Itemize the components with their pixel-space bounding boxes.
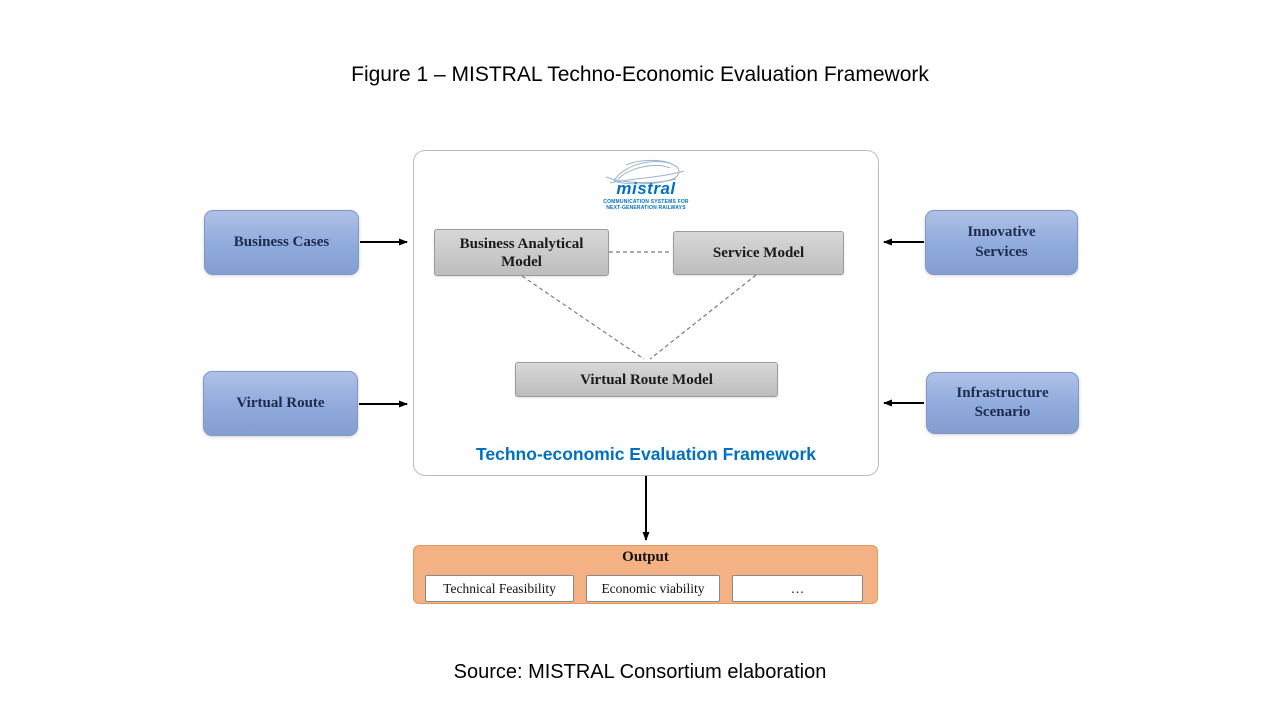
output-title: Output [622,549,669,565]
output-box: Output Technical Feasibility Economic vi… [413,545,878,604]
business-analytical-model-box: Business Analytical Model [434,229,609,276]
service-model-box: Service Model [673,231,844,275]
infrastructure-scenario-box: Infrastructure Scenario [926,372,1079,434]
output-item-technical-feasibility: Technical Feasibility [425,575,574,602]
output-item-ellipsis: … [732,575,863,602]
output-item-economic-viability: Economic viability [586,575,720,602]
mistral-wordmark: mistral [616,179,676,198]
figure-title: Figure 1 – MISTRAL Techno-Economic Evalu… [351,63,929,86]
framework-label: Techno-economic Evaluation Framework [475,444,817,464]
train-sketch-icon [605,159,685,185]
mistral-logo: mistral COMMUNICATION SYSTEMS FOR NEXT-G… [561,155,731,211]
innovative-services-box: Innovative Services [925,210,1078,275]
virtual-route-model-box: Virtual Route Model [515,362,778,397]
framework-container: mistral COMMUNICATION SYSTEMS FOR NEXT-G… [413,150,879,476]
virtual-route-box: Virtual Route [203,371,358,436]
figure-source: Source: MISTRAL Consortium elaboration [453,661,827,683]
mistral-tagline: COMMUNICATION SYSTEMS FOR NEXT-GENERATIO… [603,198,689,212]
business-cases-box: Business Cases [204,210,359,275]
